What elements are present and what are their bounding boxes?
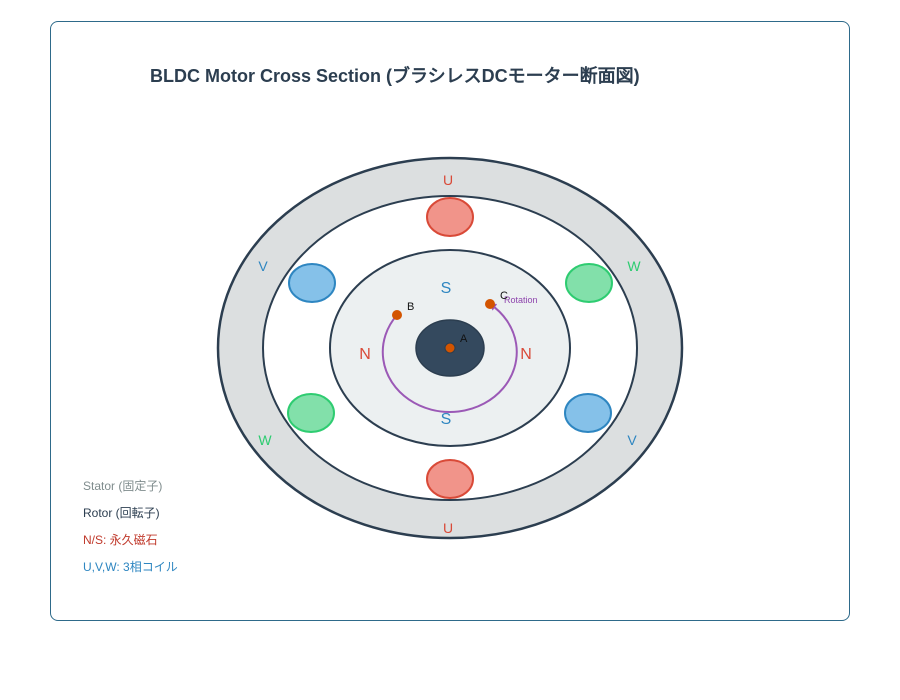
diagram-title: BLDC Motor Cross Section (ブラシレスDCモーター断面図…: [150, 65, 640, 86]
legend-rotor: Rotor (回転子): [83, 506, 160, 520]
point-c-marker: [485, 299, 495, 309]
coil-u-bottom: [426, 459, 474, 499]
legend: Stator (固定子) Rotor (回転子) N/S: 永久磁石 U,V,W…: [83, 478, 178, 574]
rotation-arc: [381, 302, 518, 413]
pole-n-left: N: [359, 346, 371, 363]
pole-n-right: N: [520, 346, 532, 363]
legend-stator: Stator (固定子): [83, 478, 162, 493]
legend-coils: U,V,W: 3相コイル: [83, 560, 178, 574]
point-b-marker: [392, 310, 402, 320]
coil-w-left: [287, 393, 335, 433]
pole-s-top: S: [441, 280, 452, 297]
coil-u-top: [426, 197, 474, 237]
pole-s-bottom: S: [441, 411, 452, 428]
phase-label-v-left: V: [258, 258, 268, 274]
point-c-label: C: [500, 290, 508, 302]
point-a-marker: [444, 342, 456, 354]
legend-magnets: N/S: 永久磁石: [83, 532, 158, 547]
coil-v-left: [288, 263, 336, 303]
rotation-label: Rotation: [504, 295, 538, 305]
diagram-frame: [50, 21, 850, 621]
phase-label-u-bottom: U: [443, 520, 453, 536]
phase-label-w-left: W: [258, 432, 272, 448]
point-b-label: B: [407, 301, 414, 313]
phase-label-v-right: V: [627, 432, 637, 448]
point-a-label: A: [460, 333, 468, 345]
phase-label-w-right: W: [627, 258, 641, 274]
phase-label-u-top: U: [443, 172, 453, 188]
coil-w-right: [565, 263, 613, 303]
coil-v-right: [564, 393, 612, 433]
